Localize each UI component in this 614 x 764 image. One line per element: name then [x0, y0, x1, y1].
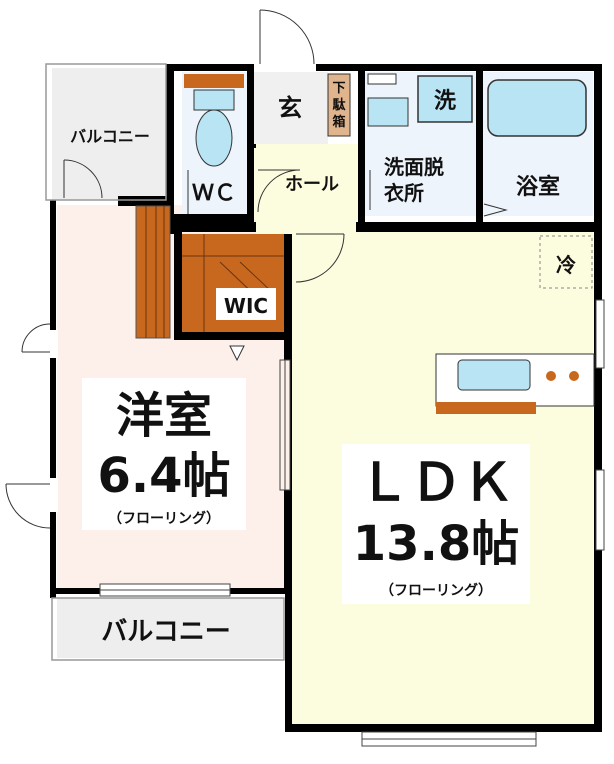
wc-label: ＷＣ	[192, 181, 236, 206]
balcony-top-label: バルコニー	[70, 127, 150, 146]
stairs-wood	[135, 205, 171, 339]
door-gaps	[48, 60, 356, 512]
bathtub	[487, 79, 587, 137]
door-swings	[5, 9, 508, 529]
windows	[99, 299, 605, 747]
fridge-label: 冷	[556, 253, 576, 277]
hall-floor	[254, 144, 358, 220]
kitchen-counter	[435, 353, 595, 414]
washroom-label-1: 洗面脱	[384, 155, 444, 179]
hall-label: ホール	[285, 174, 339, 195]
washroom-fixtures	[367, 73, 473, 127]
shoe-box-label-2: 駄	[332, 97, 346, 113]
balcony-top-floor	[52, 68, 166, 200]
toilet	[184, 74, 244, 167]
wic-label: WIC	[224, 294, 268, 318]
ldk-floor: （フローリング）	[380, 582, 492, 599]
ldk-label-bg	[342, 444, 530, 604]
western-room-size: 6.4帖	[97, 448, 230, 504]
entrance-label: 玄	[278, 94, 302, 122]
bathroom-label: 浴室	[516, 174, 560, 200]
western-room-name: 洋室	[116, 388, 212, 444]
shoe-box-label-1: 下	[332, 81, 345, 96]
balcony-bottom-label: バルコニー	[101, 617, 230, 647]
bedroom-label-bg	[82, 378, 246, 530]
ldk-name: ＬＤＫ	[358, 453, 514, 513]
fridge-space	[539, 235, 593, 289]
balcony-bottom-floor	[57, 598, 283, 658]
shoe-box	[327, 73, 351, 137]
western-room-floor: （フローリング）	[108, 510, 220, 527]
entrance-floor	[254, 72, 328, 144]
shoe-box-label-3: 箱	[332, 114, 345, 130]
ldk-size: 13.8帖	[353, 516, 519, 572]
washer-label: 洗	[434, 89, 456, 114]
washroom-label-2: 衣所	[384, 181, 424, 205]
wic-label-bg	[216, 288, 276, 320]
balcony-frames	[45, 63, 285, 661]
